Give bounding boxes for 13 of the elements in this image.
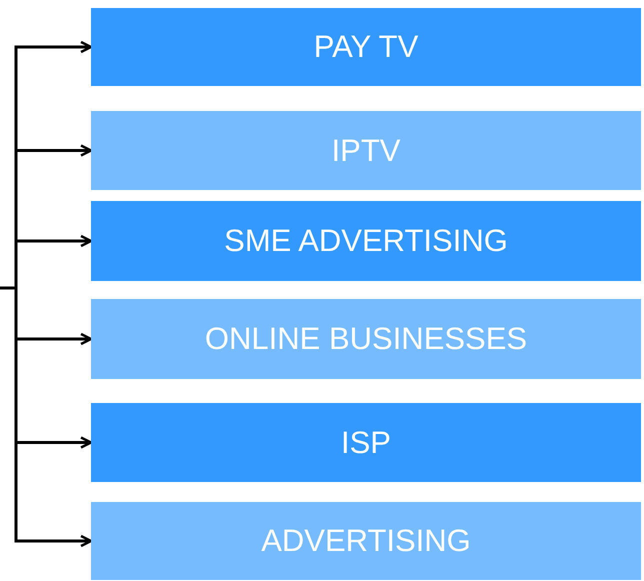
category-box xyxy=(91,502,641,580)
category-box xyxy=(91,299,641,379)
category-box xyxy=(91,8,641,86)
category-label: PAY TV xyxy=(314,29,418,65)
arrow xyxy=(0,286,92,548)
category-box xyxy=(91,111,641,190)
category-label: ONLINE BUSINESSES xyxy=(204,321,528,357)
category-label: ADVERTISING xyxy=(261,523,471,559)
category-label: ISP xyxy=(341,424,391,460)
category-box xyxy=(91,403,641,482)
category-box xyxy=(91,201,641,281)
category-label: SME ADVERTISING xyxy=(224,223,508,259)
category-label: IPTV xyxy=(332,132,400,168)
